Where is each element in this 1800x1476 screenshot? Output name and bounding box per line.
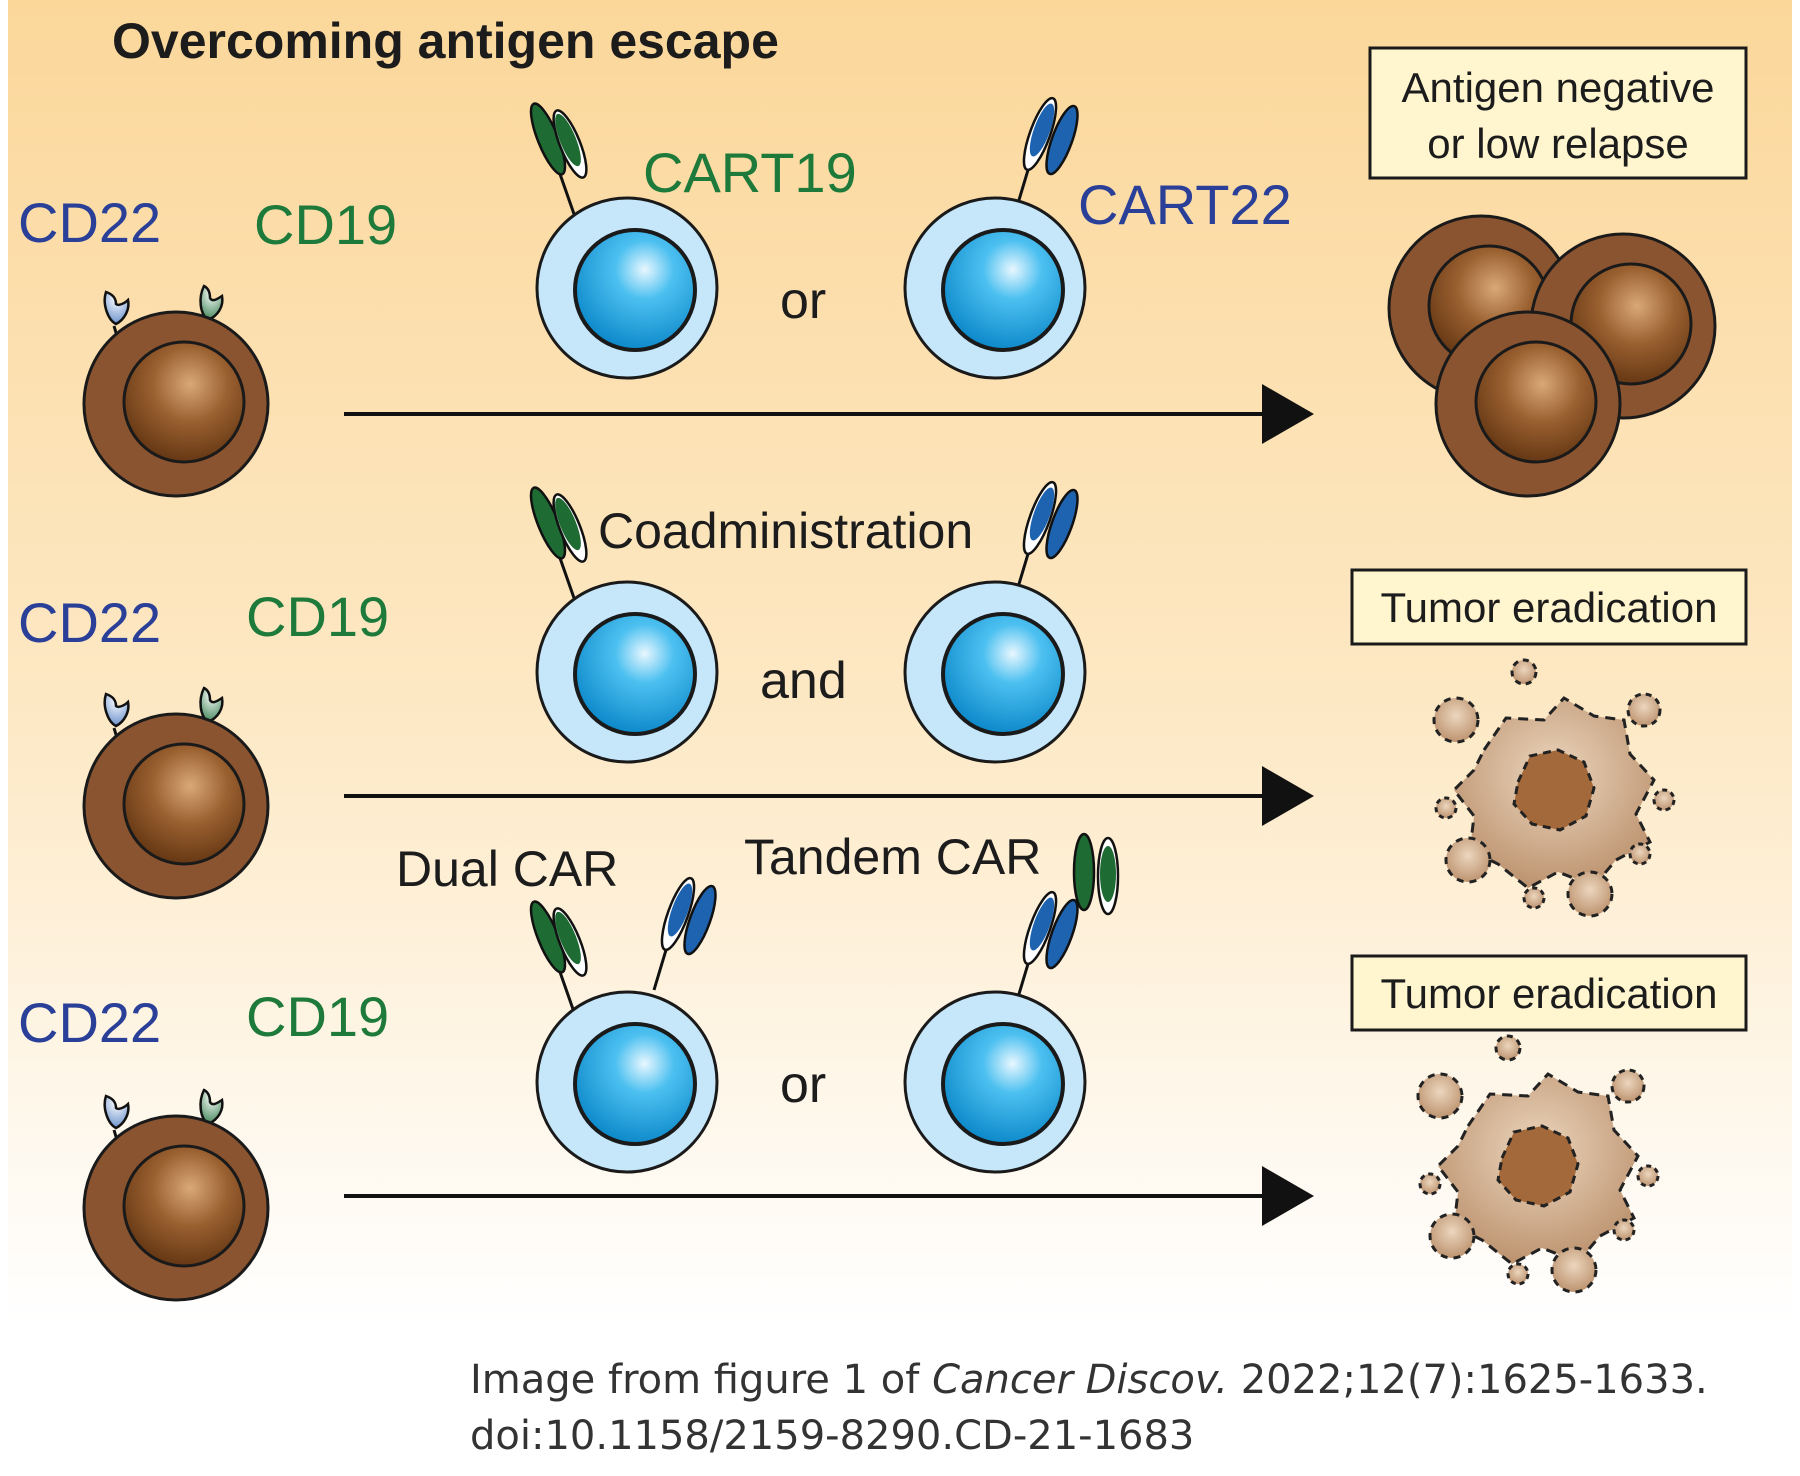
t-cell: [535, 990, 719, 1174]
cd19-label: CD19: [246, 585, 389, 648]
car-label-right: Tandem CAR: [744, 829, 1041, 885]
connector-or: or: [780, 1056, 826, 1114]
t-cell: [903, 196, 1087, 380]
tandem-car-t-cell: [903, 832, 1120, 1174]
outcome-box: [1350, 954, 1748, 1032]
citation-journal: Cancer Discov.: [932, 1357, 1228, 1403]
cd19-label: CD19: [254, 193, 397, 256]
citation: Image from figure 1 of Cancer Discov. 20…: [470, 1352, 1790, 1464]
t-cell: [535, 580, 719, 764]
car-label-right: CART22: [1078, 173, 1292, 236]
citation-line-1: Image from figure 1 of Cancer Discov. 20…: [470, 1352, 1790, 1408]
row-2: CD22 CD19 Coadministration and Tumor era…: [18, 477, 1748, 918]
cd22-label: CD22: [18, 991, 161, 1054]
outcome-box: [1350, 568, 1748, 646]
row-3: CD22 CD19 Dual CAR Tandem CAR or Tumor e…: [18, 829, 1748, 1302]
diagram-title: Overcoming antigen escape: [112, 13, 779, 69]
strategy-label: Coadministration: [598, 503, 973, 559]
citation-prefix: Image from figure 1 of: [470, 1357, 920, 1403]
outcome-label-line1: Antigen negative: [1402, 64, 1715, 111]
connector-and: and: [760, 652, 847, 710]
outcome-box: [1368, 46, 1748, 180]
tumor-cell: [1434, 310, 1622, 498]
cd19-label: CD19: [246, 985, 389, 1048]
connector-or: or: [780, 272, 826, 330]
cd22-label: CD22: [18, 591, 161, 654]
t-cell: [903, 990, 1087, 1174]
cd22-label: CD22: [18, 191, 161, 254]
outcome-label: Tumor eradication: [1381, 584, 1718, 631]
outcome-label: Tumor eradication: [1381, 970, 1718, 1017]
car19-binder-icon: [1072, 832, 1120, 916]
car-label-left: CART19: [643, 141, 857, 204]
outcome-label-line2: or low relapse: [1427, 120, 1688, 167]
citation-reference: 2022;12(7):1625-1633.: [1240, 1357, 1708, 1403]
t-cell: [903, 580, 1087, 764]
car-label-left: Dual CAR: [396, 841, 618, 897]
t-cell: [535, 196, 719, 380]
row-1: CD22 CD19 CART19 or CART22 Antigen negat…: [18, 46, 1748, 498]
citation-doi: doi:10.1158/2159-8290.CD-21-1683: [470, 1413, 1195, 1459]
